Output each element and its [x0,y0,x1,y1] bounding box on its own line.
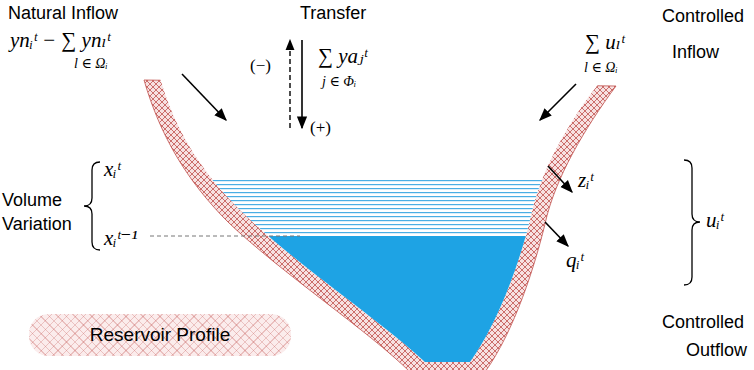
math-symbol: xᵢᵗ [104,157,120,181]
index-set: j ∈ Φᵢ [322,74,356,90]
caption-label: Variation [2,214,72,235]
transfer-in-arrow [301,40,303,128]
brace [684,160,700,285]
water-surface [140,180,620,181]
transfer-out-arrow [289,40,290,128]
caption-label: Outflow [686,340,747,361]
index-set: l ∈ Ωᵢ [74,56,108,72]
math-symbol: xᵢᵗ⁻¹ [104,226,138,250]
previous-level-line [150,236,300,237]
math-symbol: qᵢᵗ [566,248,583,272]
caption-label: Natural Inflow [8,3,118,24]
index-set: l ∈ Ωᵢ [584,60,618,76]
math-symbol: zᵢᵗ [578,168,593,192]
math-symbol: ∑ yaⱼᵗ [318,44,367,68]
caption-label: Inflow [672,42,719,63]
caption-label: Volume [2,190,62,211]
sign-label: (−) [250,56,271,76]
caption-label: Controlled [662,6,744,27]
caption-label: Transfer [300,3,366,24]
patch-label: Reservoir Profile [90,324,230,346]
legend-patch: Reservoir Profile [29,314,291,356]
brace [84,162,100,250]
caption-label: Controlled [662,312,744,333]
sign-label: (+) [310,118,331,138]
volume-variation-water [140,180,620,236]
controlled-inflow-arrow [540,84,576,120]
math-symbol: uᵢᵗ [706,208,723,232]
spill-arrow [548,166,572,192]
turbine-arrow [545,222,568,246]
math-symbol: ynᵢᵗ − ∑ ynₗᵗ [10,28,110,52]
math-symbol: ∑ uₗᵗ [585,30,624,54]
natural-inflow-arrow [182,74,226,120]
